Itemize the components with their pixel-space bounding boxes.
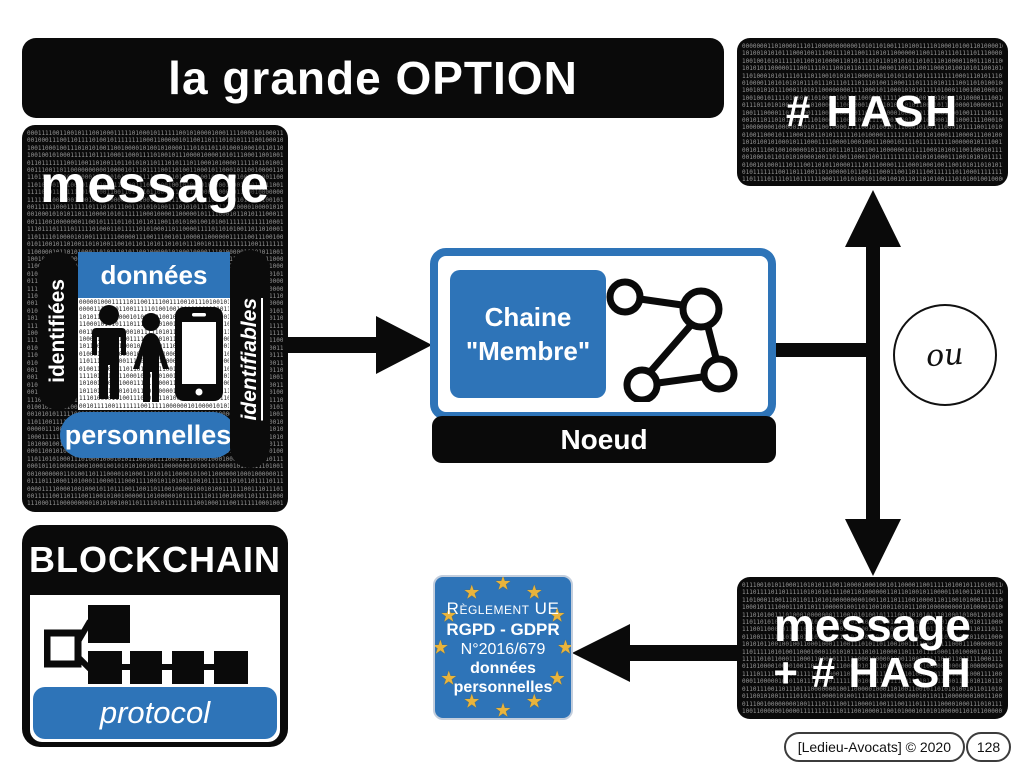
eu-personnelles-label: personnelles — [453, 678, 553, 696]
blockchain-header: BLOCKCHAIN — [22, 525, 288, 595]
message-hash-labels: message + # HASH — [737, 577, 1008, 719]
eu-star-icon: ★ — [463, 691, 481, 713]
eu-star-icon: ★ — [525, 691, 543, 713]
page-number: 128 — [976, 739, 1001, 755]
credit-label: [Ledieu-Avocats] © 2020 — [797, 739, 951, 755]
personnelles-pill: personnelles — [60, 412, 236, 458]
protocol-label: protocol — [99, 695, 211, 730]
message-hash-box: 0111001010110001101010111001100001000100… — [737, 577, 1008, 719]
blockchain-body: protocol — [30, 595, 280, 742]
eu-star-icon: ★ — [433, 637, 449, 658]
eu-text: Règlement UE RGPD - GDPR N°2016/679 donn… — [435, 577, 571, 718]
arrow-messagehash-to-eu — [572, 624, 737, 682]
eu-star-icon: ★ — [525, 582, 543, 604]
blockchain-label: BLOCKCHAIN — [29, 539, 281, 580]
blockchain-icon — [44, 605, 248, 684]
eu-star-icon: ★ — [494, 700, 512, 720]
title-banner: la grande OPTION — [22, 38, 724, 118]
eu-stars: ★★★★★★★★★★★★ — [435, 577, 571, 718]
blockchain-box: BLOCKCHAIN protocol — [22, 525, 288, 747]
donnees-bar: données — [78, 252, 230, 298]
credit-pill: [Ledieu-Avocats] © 2020 — [783, 732, 965, 762]
network-icon — [606, 278, 738, 402]
binary-texture: 0111001010110001101010111001100001000100… — [742, 582, 1003, 714]
woman-icon — [133, 313, 169, 402]
or-circle: ou — [893, 304, 997, 406]
eu-rgpd-box: ★★★★★★★★★★★★ Règlement UE RGPD - GDPR N°… — [433, 575, 573, 720]
hash-box: 0000000110100001110110000000000010101101… — [737, 38, 1008, 186]
message-label: message — [40, 156, 270, 214]
eu-star-icon: ★ — [494, 575, 512, 595]
protocol-bar: protocol — [33, 687, 277, 739]
donnees-label: données — [100, 259, 208, 290]
message-hash-line1: message — [774, 599, 971, 651]
chaine-membre-chip: Chaine "Membre" — [450, 270, 606, 398]
slide-title: la grande OPTION — [168, 52, 578, 104]
binary-texture: 0000000110100001110110000000000010101101… — [742, 43, 1003, 181]
node-to-arrow-connector — [776, 343, 873, 357]
man-icon — [92, 305, 126, 399]
eu-star-icon: ★ — [548, 668, 566, 690]
chaine-label-line2: "Membre" — [465, 336, 591, 366]
chaine-label-line1: Chaine — [484, 302, 572, 332]
hash-label: # HASH — [785, 87, 960, 136]
identifiables-label: identifiables — [238, 297, 261, 421]
eu-rgpd-label: RGPD - GDPR — [446, 619, 560, 639]
eu-star-icon: ★ — [557, 637, 573, 658]
noeud-label: Noeud — [560, 423, 648, 455]
identifiees-pill: identifiées — [38, 252, 78, 410]
arrow-message-to-node — [288, 316, 432, 374]
smartphone-icon — [175, 307, 223, 401]
or-label: ou — [925, 336, 965, 374]
eu-reglement-label: Règlement UE — [446, 598, 560, 618]
message-box: 0001111001100101110010001111101000101111… — [22, 125, 288, 512]
eu-star-icon: ★ — [463, 582, 481, 604]
eu-number-label: N°2016/679 — [460, 640, 546, 658]
node-box: Chaine "Membre" — [430, 248, 776, 420]
identifiables-pill: identifiables — [230, 250, 270, 468]
eu-star-icon: ★ — [548, 605, 566, 627]
eu-star-icon: ★ — [440, 605, 458, 627]
personal-data-panel: 0000010001111101100111100111001011101001… — [78, 298, 230, 410]
message-hash-line2: + # HASH — [773, 649, 972, 696]
noeud-bar: Noeud — [432, 416, 776, 463]
eu-donnees-label: données — [470, 659, 536, 677]
arrow-hash-or-messagehash — [845, 190, 901, 576]
eu-star-icon: ★ — [440, 668, 458, 690]
personnelles-label: personnelles — [64, 419, 232, 450]
page-number-pill: 128 — [966, 732, 1011, 762]
